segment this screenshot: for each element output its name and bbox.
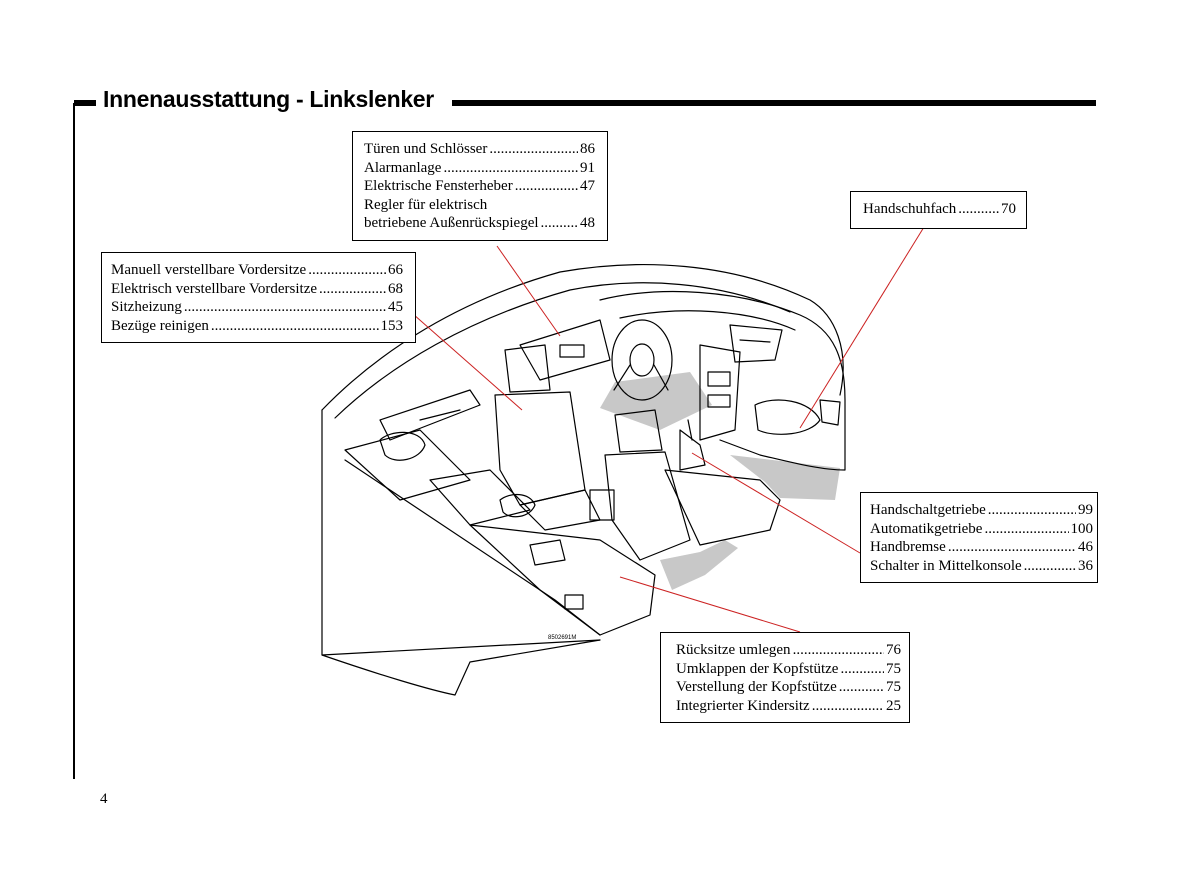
index-entry: Handschaltgetriebe99 — [870, 501, 1093, 520]
index-entry: Handschuhfach70 — [863, 200, 1016, 219]
leader-line-glovebox — [799, 226, 925, 429]
index-entry: Elektrisch verstellbare Vordersitze68 — [111, 280, 403, 299]
callout-seats: Manuell verstellbare Vordersitze66 Elekt… — [101, 252, 416, 344]
callout-console: Handschaltgetriebe99 Automatikgetriebe10… — [860, 492, 1098, 584]
index-entry: Alarmanlage91 — [364, 159, 595, 178]
index-entry: Verstellung der Kopfstütze75 — [676, 678, 901, 697]
index-entry: Schalter in Mittelkonsole36 — [870, 557, 1093, 576]
title-rule-left — [74, 100, 96, 106]
index-entry: Umklappen der Kopfstütze75 — [676, 660, 901, 679]
index-entry: Manuell verstellbare Vordersitze66 — [111, 261, 403, 280]
index-entry: Bezüge reinigen153 — [111, 317, 403, 336]
page-title: Innenausstattung - Linkslenker — [103, 86, 434, 112]
index-entry: betriebene Außenrückspiegel48 — [364, 214, 595, 233]
left-margin-rule — [73, 103, 75, 779]
page-number: 4 — [100, 791, 108, 807]
title-rule-right — [452, 100, 1096, 106]
index-entry: Elektrische Fensterheber47 — [364, 177, 595, 196]
callout-rear-seats: Rücksitze umlegen76 Umklappen der Kopfst… — [660, 632, 910, 724]
index-entry: Automatikgetriebe100 — [870, 520, 1093, 539]
callout-doors: Türen und Schlösser86 Alarmanlage91 Elek… — [352, 131, 608, 241]
index-entry: Sitzheizung45 — [111, 298, 403, 317]
leader-line-console — [691, 452, 861, 554]
index-entry: Handbremse46 — [870, 538, 1093, 557]
callout-glovebox: Handschuhfach70 — [850, 191, 1027, 229]
index-entry: Türen und Schlösser86 — [364, 140, 595, 159]
index-entry: Rücksitze umlegen76 — [676, 641, 901, 660]
leader-line-seats — [412, 313, 523, 411]
index-entry: Regler für elektrisch — [364, 196, 488, 213]
leader-line-rear — [619, 576, 801, 633]
index-entry: Integrierter Kindersitz25 — [676, 697, 901, 716]
leader-line-doors — [496, 245, 561, 337]
illustration-code: 8502691M — [548, 635, 576, 641]
